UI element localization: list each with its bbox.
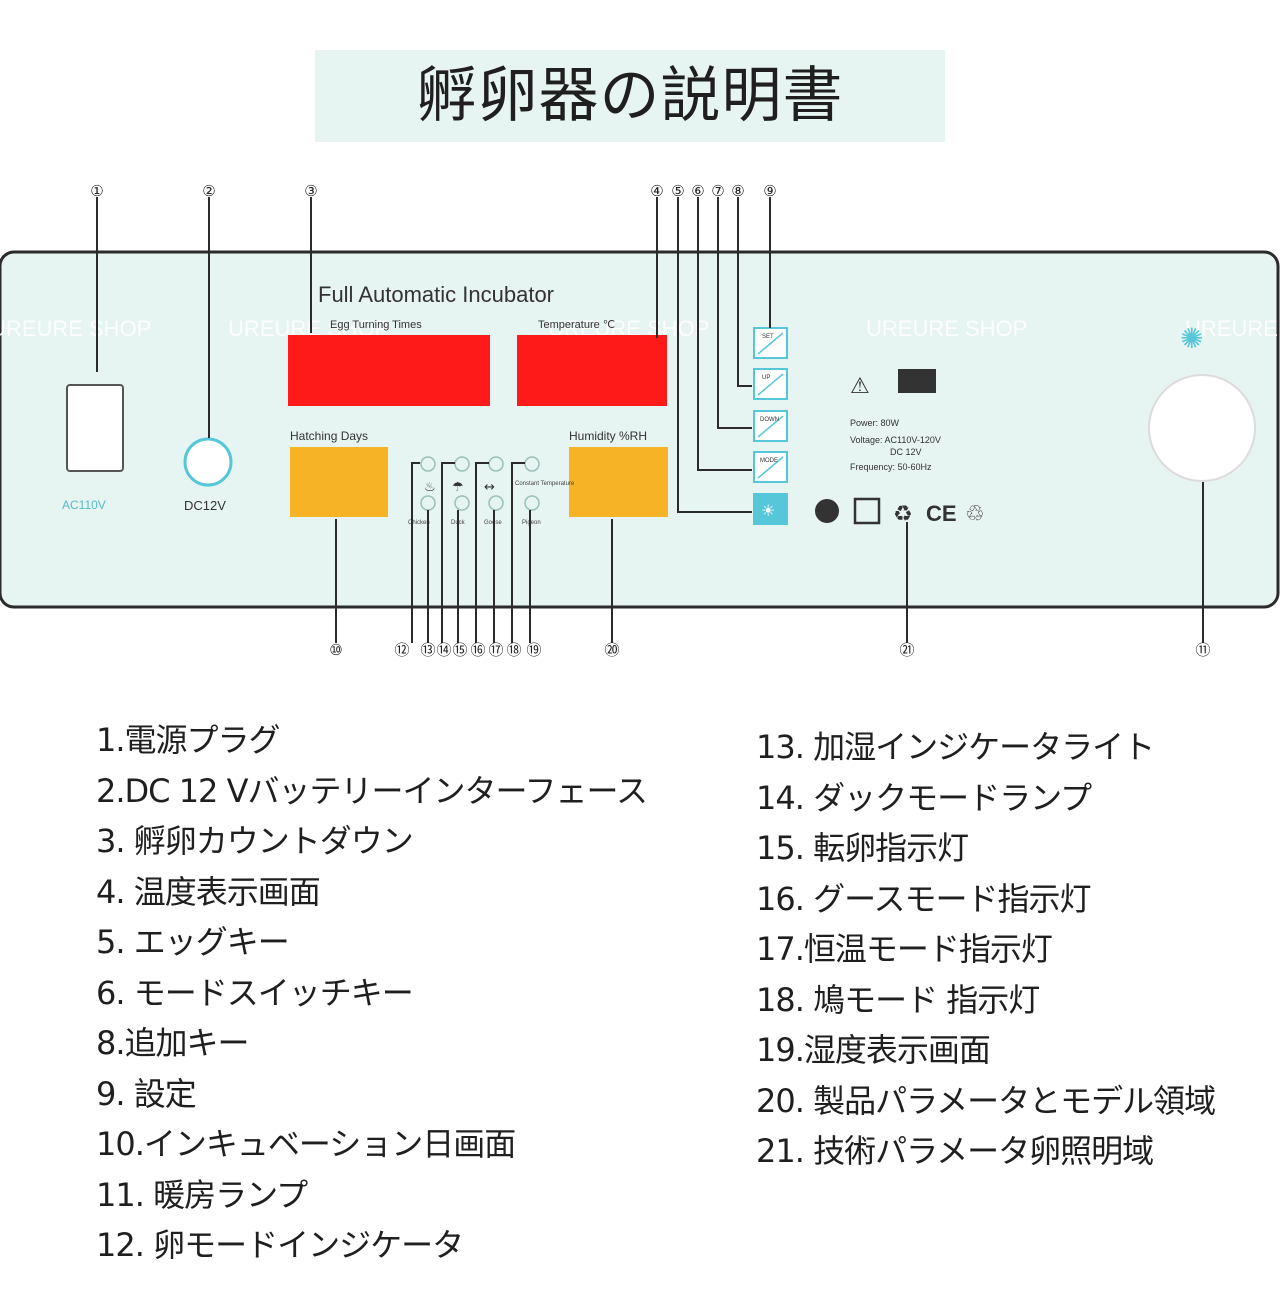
pigeon-label: Pigeon — [522, 520, 541, 526]
legend-item-1: 1.電源プラグ — [96, 721, 281, 759]
led-goose — [488, 495, 504, 511]
callout-6: ⑥ — [691, 182, 704, 200]
legend-item-2: 2.DC 12 Vバッテリーインターフェース — [96, 771, 648, 810]
led-duck — [454, 495, 470, 511]
watermark-4: UREURE SHOP — [866, 316, 1027, 341]
egg-turning-display — [288, 335, 490, 406]
callout-13: ⑬ — [420, 641, 435, 659]
humidity-label: Humidity %RH — [569, 429, 647, 443]
led-pigeon — [524, 495, 540, 511]
callout-4: ④ — [650, 182, 663, 200]
callout-2: ② — [202, 182, 215, 200]
incubator-panel-diagram: UREURE SHOP UREURE SHOP UREURE SHOP UREU… — [0, 182, 1280, 659]
chicken-label: Chicken — [408, 520, 430, 526]
dc-label: DC12V — [184, 498, 226, 513]
callout-11: ⑪ — [1195, 641, 1210, 659]
legend-item-20: 20. 製品パラメータとモデル領域 — [756, 1081, 1216, 1120]
callout-10: ⑩ — [329, 641, 342, 659]
product-name: Full Automatic Incubator — [318, 282, 554, 307]
power-label: AC110V — [62, 498, 106, 512]
spec-frequency: Frequency: 50-60Hz — [850, 462, 932, 472]
down-key-label: DOWN — [760, 417, 779, 423]
egg-light-key — [753, 493, 788, 525]
legend-item-10: 10.インキュベーション日画面 — [96, 1125, 516, 1163]
up-key-label: UP — [762, 375, 770, 381]
callout-12: ⑫ — [394, 641, 409, 659]
callout-21: ㉑ — [899, 641, 914, 659]
heat-icon: ♨ — [424, 480, 436, 495]
hatching-days-display — [290, 447, 388, 517]
led-turning — [488, 456, 504, 472]
legend-item-14: 14. ダックモードランプ — [756, 778, 1092, 817]
cert-icon-1 — [815, 499, 839, 523]
cert-icon-2 — [853, 497, 881, 525]
power-switch — [66, 384, 124, 472]
recycle-icon: ♲ — [965, 502, 985, 527]
warning-icon: ⚠ — [850, 374, 870, 399]
spec-dc: DC 12V — [890, 447, 922, 457]
spec-voltage: Voltage: AC110V-120V — [850, 435, 941, 445]
page-title: 孵卵器の説明書 — [416, 61, 844, 131]
humidity-icon: ☂ — [452, 480, 464, 495]
callout-3: ③ — [304, 182, 317, 200]
legend-item-3: 3. 孵卵カウントダウン — [96, 822, 414, 860]
egg-light-icon: ✺ — [1180, 322, 1203, 355]
constant-temp-label: Constant Temperature — [515, 481, 575, 487]
legend-item-15: 15. 転卵指示灯 — [756, 829, 969, 867]
egg-turning-label: Egg Turning Times — [330, 319, 422, 331]
set-key-label: SET — [762, 334, 774, 340]
bin-icon: ♻ — [893, 502, 913, 527]
legend-item-16: 16. グースモード指示灯 — [756, 879, 1091, 918]
led-humidity — [454, 456, 470, 472]
watermark-1: UREURE SHOP — [0, 316, 151, 341]
egg-candling-light — [1148, 374, 1256, 482]
dc-port — [183, 437, 233, 487]
callout-7: ⑦ — [711, 182, 724, 200]
legend-item-18: 18. 鳩モード 指示灯 — [756, 980, 1040, 1019]
battery-icon — [898, 369, 936, 393]
legend-item-19: 19.湿度表示画面 — [756, 1031, 991, 1069]
legend-item-6: 6. モードスイッチキー — [96, 973, 414, 1012]
legend-item-11: 11. 暖房ランプ — [96, 1175, 308, 1214]
legend-item-13: 13. 加湿インジケータライト — [756, 728, 1155, 766]
legend-right: 13. 加湿インジケータライト 14. ダックモードランプ 15. 転卵指示灯 … — [756, 722, 1216, 1177]
watermark-5: UREURE SHOP — [1185, 316, 1280, 341]
temperature-label: Temperature ℃ — [538, 319, 615, 331]
led-constant — [524, 456, 540, 472]
legend-item-17: 17.恒温モード指示灯 — [756, 930, 1053, 968]
legend-item-5: 5. エッグキー — [96, 923, 290, 961]
led-chicken — [420, 495, 436, 511]
callout-16: ⑯ — [470, 641, 485, 659]
legend-item-4: 4. 温度表示画面 — [96, 872, 321, 911]
spec-power: Power: 80W — [850, 418, 900, 428]
temperature-display — [517, 335, 667, 406]
legend-left: 1.電源プラグ 2.DC 12 Vバッテリーインターフェース 3. 孵卵カウント… — [96, 715, 648, 1271]
leader-lines — [96, 197, 1204, 643]
title-band — [315, 50, 945, 142]
humidity-display — [569, 447, 668, 517]
legend-item-9: 9. 設定 — [96, 1074, 197, 1113]
callout-19: ⑲ — [526, 641, 541, 659]
ce-mark: CE — [926, 501, 957, 526]
callout-20: ⑳ — [604, 641, 619, 659]
light-icon: ☀ — [761, 501, 775, 520]
legend-item-12: 12. 卵モードインジケータ — [96, 1226, 464, 1264]
mode-key-label: MODE — [760, 458, 778, 464]
hatching-days-label: Hatching Days — [290, 429, 368, 443]
callout-15: ⑮ — [452, 641, 467, 659]
callout-8: ⑧ — [731, 182, 744, 200]
callout-14: ⑭ — [436, 641, 451, 659]
led-heating — [420, 456, 436, 472]
callout-5: ⑤ — [671, 182, 684, 200]
callout-9: ⑨ — [763, 182, 776, 200]
legend-item-21: 21. 技術パラメータ卵照明域 — [756, 1132, 1154, 1170]
callout-17: ⑰ — [488, 641, 503, 659]
turning-icon: ↔ — [484, 480, 495, 495]
callout-1: ① — [90, 182, 103, 200]
legend-item-8: 8.追加キー — [96, 1024, 250, 1062]
callout-18: ⑱ — [506, 641, 521, 659]
